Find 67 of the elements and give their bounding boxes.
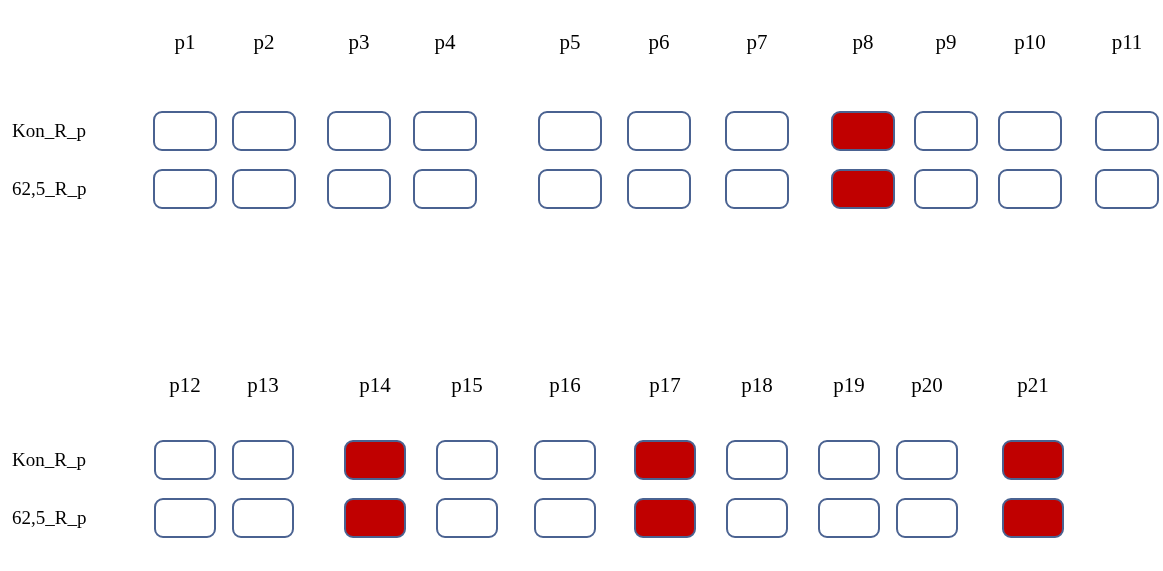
empty-box xyxy=(327,111,391,151)
empty-box xyxy=(232,111,296,151)
empty-box xyxy=(1095,111,1159,151)
empty-box xyxy=(232,440,294,480)
column-header: p17 xyxy=(649,372,681,398)
filled-box xyxy=(831,111,895,151)
empty-box xyxy=(534,498,596,538)
column-header: p12 xyxy=(169,372,201,398)
empty-box xyxy=(818,498,880,538)
column-header: p6 xyxy=(648,29,670,55)
row-label: 62,5_R_p xyxy=(12,507,87,529)
empty-box xyxy=(538,169,602,209)
filled-box xyxy=(1002,440,1064,480)
column-header: p16 xyxy=(549,372,581,398)
filled-box xyxy=(831,169,895,209)
empty-box xyxy=(627,169,691,209)
empty-box xyxy=(154,440,216,480)
column-header: p19 xyxy=(833,372,865,398)
column-header: p2 xyxy=(253,29,275,55)
column-header: p13 xyxy=(247,372,279,398)
empty-box xyxy=(413,169,477,209)
filled-box xyxy=(634,440,696,480)
empty-box xyxy=(998,169,1062,209)
column-header: p11 xyxy=(1111,29,1143,55)
empty-box xyxy=(154,498,216,538)
column-header: p8 xyxy=(852,29,874,55)
empty-box xyxy=(232,169,296,209)
column-header: p5 xyxy=(559,29,581,55)
filled-box xyxy=(344,498,406,538)
empty-box xyxy=(153,111,217,151)
column-header: p1 xyxy=(174,29,196,55)
empty-box xyxy=(436,498,498,538)
empty-box xyxy=(914,111,978,151)
empty-box xyxy=(627,111,691,151)
empty-box xyxy=(1095,169,1159,209)
column-header: p14 xyxy=(359,372,391,398)
empty-box xyxy=(725,111,789,151)
row-label: Kon_R_p xyxy=(12,120,86,142)
empty-box xyxy=(327,169,391,209)
column-header: p18 xyxy=(741,372,773,398)
empty-box xyxy=(725,169,789,209)
filled-box xyxy=(344,440,406,480)
empty-box xyxy=(413,111,477,151)
empty-box xyxy=(896,498,958,538)
empty-box xyxy=(153,169,217,209)
empty-box xyxy=(998,111,1062,151)
column-header: p10 xyxy=(1014,29,1046,55)
empty-box xyxy=(232,498,294,538)
filled-box xyxy=(1002,498,1064,538)
column-header: p3 xyxy=(348,29,370,55)
empty-box xyxy=(818,440,880,480)
column-header: p21 xyxy=(1017,372,1049,398)
column-header: p4 xyxy=(434,29,456,55)
filled-box xyxy=(634,498,696,538)
column-header: p20 xyxy=(911,372,943,398)
empty-box xyxy=(896,440,958,480)
row-label: 62,5_R_p xyxy=(12,178,87,200)
column-header: p9 xyxy=(935,29,957,55)
empty-box xyxy=(726,440,788,480)
empty-box xyxy=(534,440,596,480)
empty-box xyxy=(914,169,978,209)
empty-box xyxy=(436,440,498,480)
empty-box xyxy=(538,111,602,151)
column-header: p7 xyxy=(746,29,768,55)
empty-box xyxy=(726,498,788,538)
column-header: p15 xyxy=(451,372,483,398)
row-label: Kon_R_p xyxy=(12,449,86,471)
